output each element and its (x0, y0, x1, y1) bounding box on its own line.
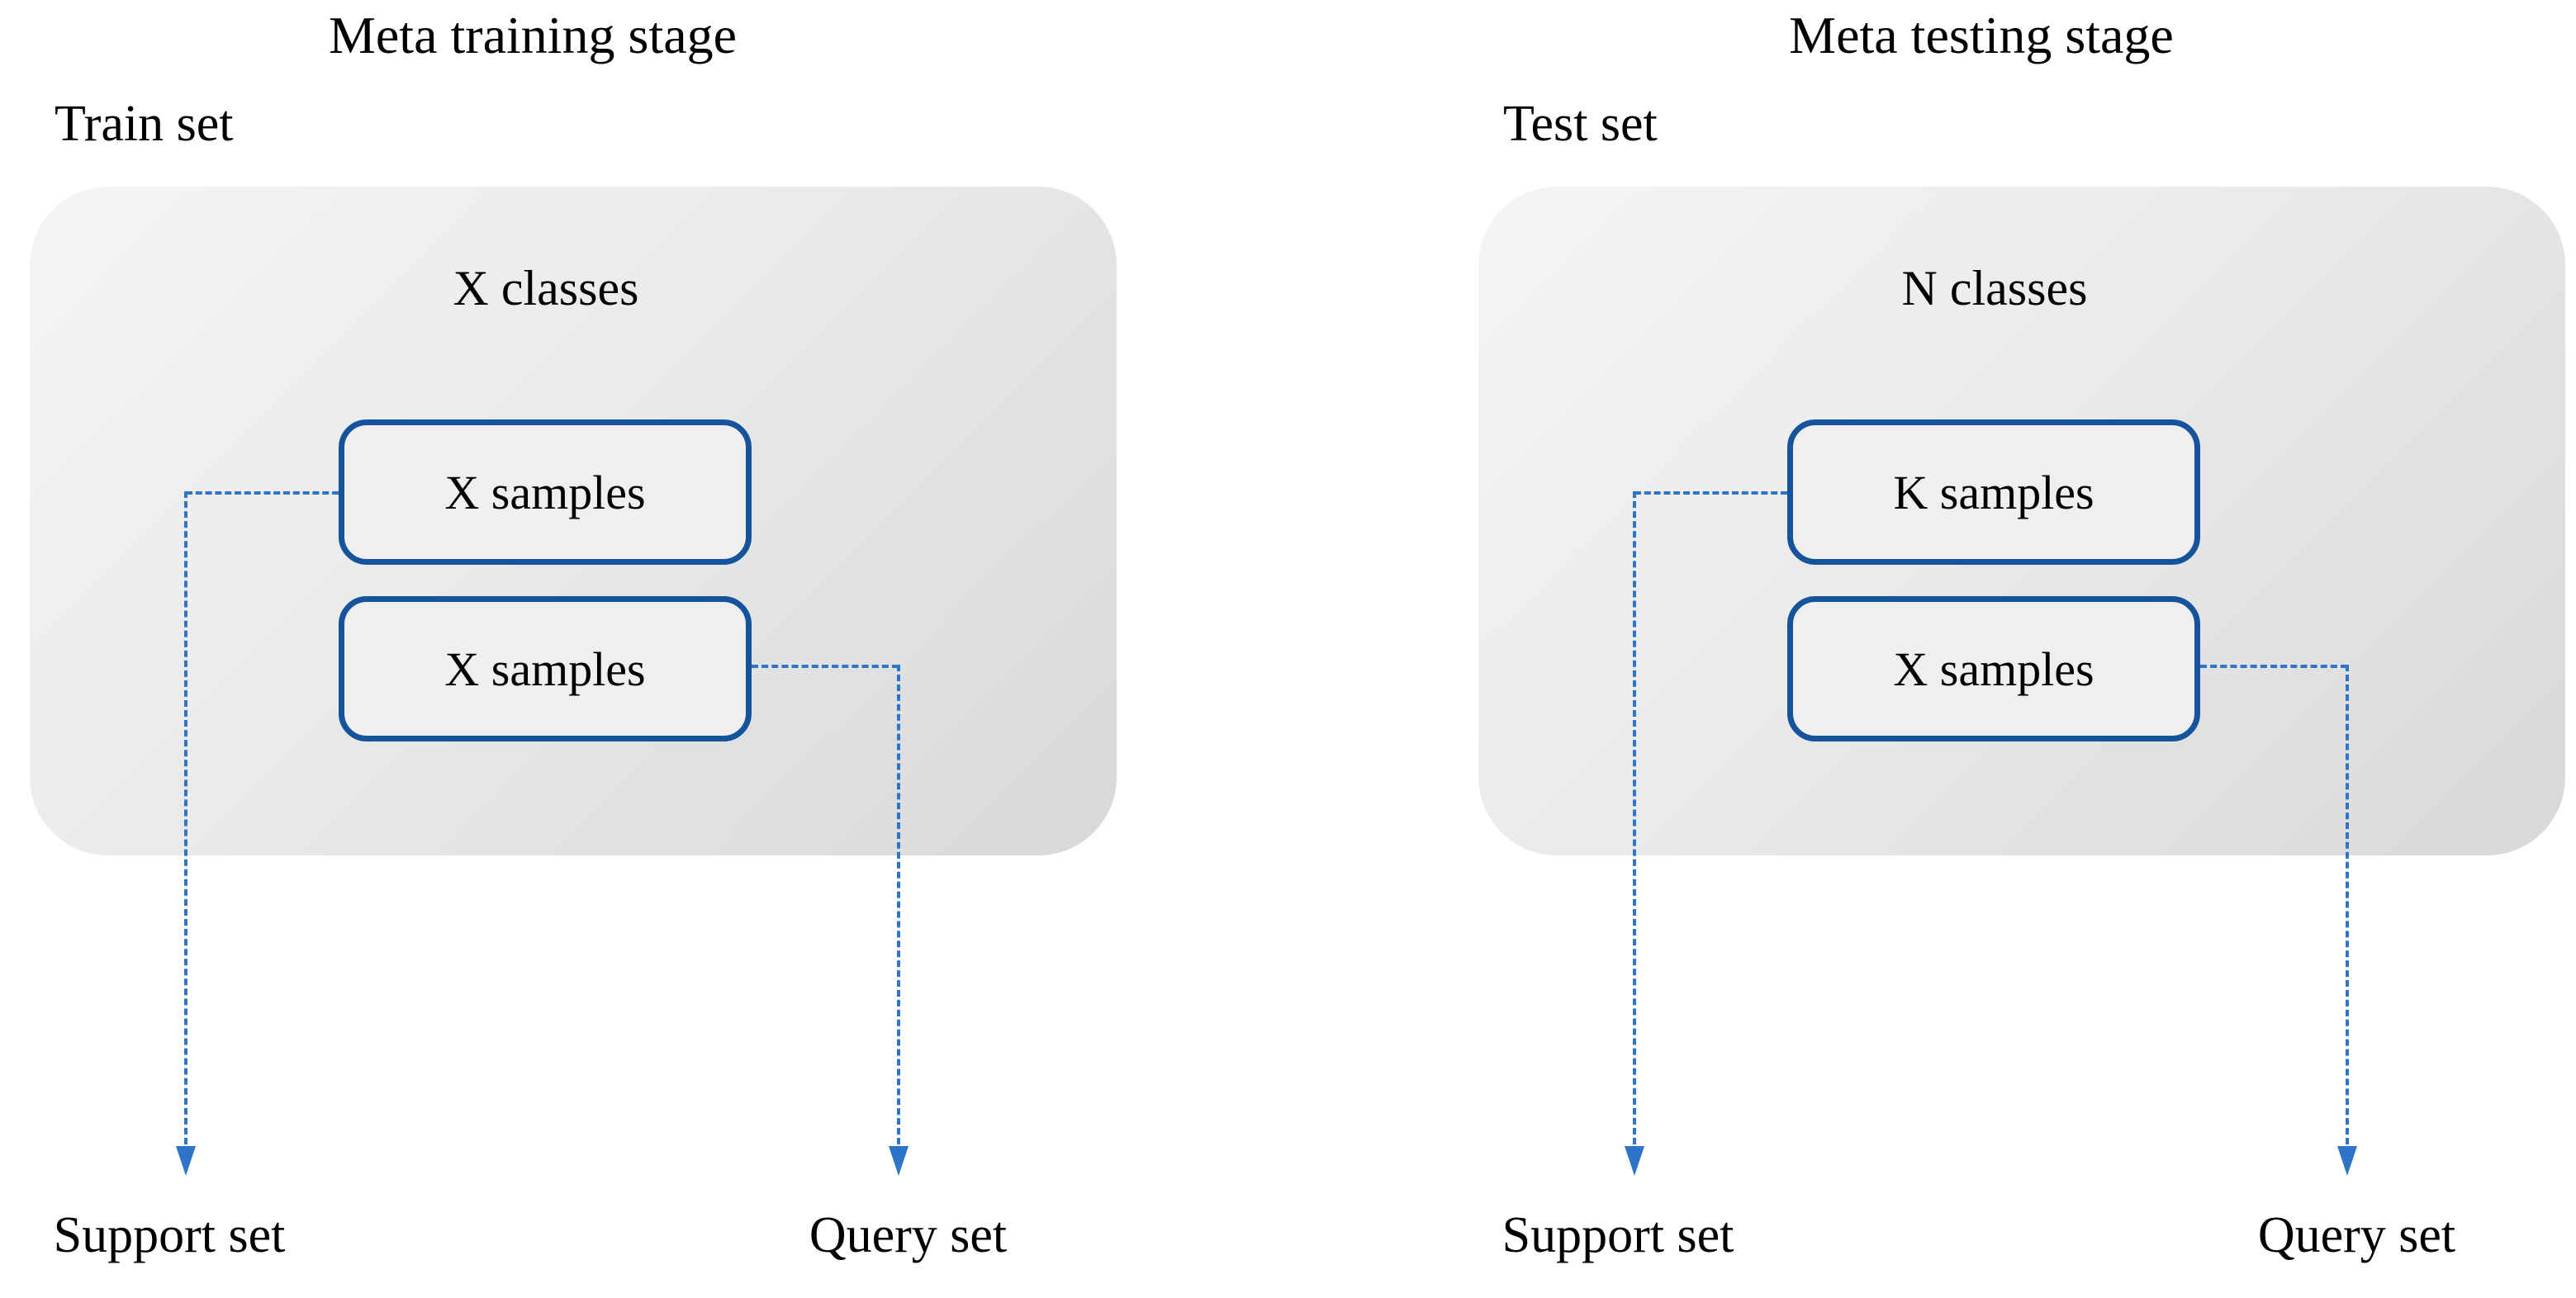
meta-training-stage: Meta training stage Train set X classes … (0, 0, 1127, 1298)
samples-box: X samples (339, 419, 752, 565)
query-set-label: Query set (809, 1207, 1008, 1263)
samples-box-label: X samples (444, 642, 646, 696)
arrow-down-icon (1625, 1146, 1644, 1176)
arrow-down-icon (2337, 1146, 2357, 1176)
query-connector-vertical (897, 665, 900, 1144)
support-connector-horizontal (186, 491, 339, 495)
stage-title: Meta testing stage (1789, 6, 2174, 64)
arrow-down-icon (176, 1146, 196, 1176)
samples-box-label: X samples (1893, 642, 2094, 696)
arrow-down-icon (889, 1146, 908, 1176)
meta-testing-stage: Meta testing stage Test set N classes K … (1449, 0, 2576, 1298)
samples-box: K samples (1787, 419, 2200, 565)
samples-box: X samples (1787, 596, 2200, 741)
classes-label: X classes (453, 261, 639, 315)
stage-title: Meta training stage (328, 6, 738, 64)
samples-box-label: K samples (1893, 465, 2094, 519)
samples-box-label: X samples (444, 465, 646, 519)
support-connector-vertical (184, 491, 187, 1144)
support-set-label: Support set (1501, 1207, 1734, 1263)
set-label: Train set (55, 96, 234, 152)
query-connector-vertical (2346, 665, 2349, 1144)
support-set-label: Support set (53, 1207, 286, 1263)
query-connector-horizontal (752, 665, 899, 668)
query-connector-horizontal (2200, 665, 2347, 668)
samples-box: X samples (339, 596, 752, 741)
query-set-label: Query set (2257, 1207, 2456, 1263)
classes-label: N classes (1901, 261, 2088, 315)
support-connector-vertical (1633, 491, 1636, 1144)
set-label: Test set (1503, 96, 1658, 152)
support-connector-horizontal (1634, 491, 1787, 495)
